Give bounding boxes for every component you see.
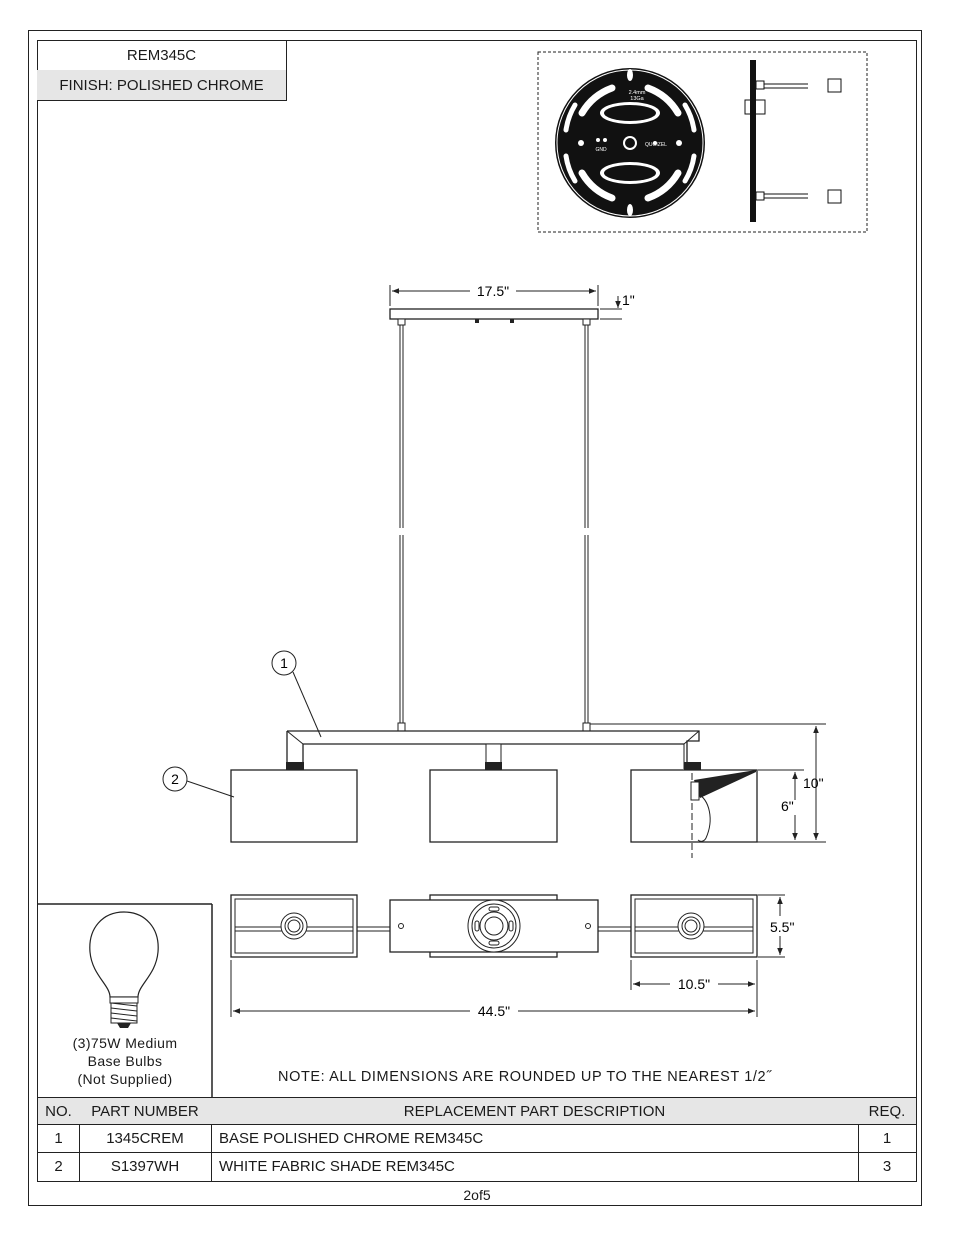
page-outer-border (28, 30, 922, 1206)
callout-2-number: 2 (171, 771, 179, 787)
table-row-1-req: 1 (858, 1124, 917, 1153)
finish-label: FINISH: POLISHED CHROME (59, 76, 264, 94)
finish-cell: FINISH: POLISHED CHROME (37, 70, 287, 101)
page-number: 2of5 (463, 1187, 491, 1203)
row-2-no-text: 2 (54, 1158, 63, 1175)
canopy (389, 308, 599, 323)
table-row-2-no: 2 (37, 1152, 80, 1182)
shade-width-label: 10.5" (678, 976, 710, 992)
table-row-2-description: WHITE FABRIC SHADE REM345C (211, 1152, 859, 1182)
depth-dimension (758, 894, 785, 958)
bulb-box (37, 903, 213, 1097)
dimension-note: NOTE: ALL DIMENSIONS ARE ROUNDED UP TO T… (278, 1069, 772, 1085)
bulb-caption: (3)75W Medium Base Bulbs (Not Supplied) (38, 1034, 212, 1088)
canopy-height-dimension (600, 296, 622, 320)
header-description: REPLACEMENT PART DESCRIPTION (211, 1097, 859, 1125)
plate-brand-text: QUOIZEL (645, 142, 667, 148)
bulb-caption-line2: Base Bulbs (87, 1053, 163, 1069)
suspension-rods (397, 318, 591, 732)
model-label: REM345C (126, 46, 197, 64)
row-1-no-text: 1 (54, 1129, 63, 1147)
overall-height-label: 10" (803, 775, 824, 791)
canopy-width-dimension (389, 285, 599, 306)
plate-gauge-text: 13Ga (630, 96, 644, 102)
row-2-description-text: WHITE FABRIC SHADE REM345C (219, 1158, 455, 1175)
header-no: NO. (37, 1097, 80, 1125)
canopy-plate-detail: 2.4mm 13Ga GND QUOIZEL (537, 51, 868, 233)
light-bulb-icon (89, 911, 159, 1028)
header-description-text: REPLACEMENT PART DESCRIPTION (403, 1102, 666, 1120)
table-row-1-part-number: 1345CREM (79, 1124, 212, 1153)
header-part-number: PART NUMBER (79, 1097, 212, 1125)
header-part-number-text: PART NUMBER (91, 1102, 199, 1120)
canopy-width-label: 17.5" (477, 283, 509, 299)
callout-1 (271, 650, 322, 738)
bulb-caption-line1: (3)75W Medium (72, 1035, 178, 1051)
bulb-caption-line3: (Not Supplied) (77, 1071, 173, 1087)
shade-height-label: 6" (781, 798, 794, 814)
row-2-req-text: 3 (882, 1158, 892, 1175)
header-no-text: NO. (45, 1102, 72, 1120)
plate-gnd-text: GND (595, 147, 607, 153)
row-1-req-text: 1 (882, 1129, 892, 1147)
overall-length-label: 44.5" (478, 1003, 510, 1019)
depth-label: 5.5" (770, 919, 794, 935)
overall-length-dimension (230, 960, 755, 1017)
callout-2 (162, 766, 235, 798)
table-row-2-part-number: S1397WH (79, 1152, 212, 1182)
base-arm (286, 730, 701, 770)
row-1-part-number-text: 1345CREM (106, 1129, 184, 1147)
front-shades (230, 763, 758, 858)
table-row-1-no: 1 (37, 1124, 80, 1153)
height-dimensions (590, 723, 826, 843)
canopy-height-label: 1" (622, 292, 635, 308)
plate-thickness-text: 2.4mm (629, 90, 646, 96)
shade-width-dimension (630, 960, 758, 1017)
table-row-2-req: 3 (858, 1152, 917, 1182)
top-view (230, 894, 758, 958)
header-req-text: REQ. (868, 1102, 906, 1120)
row-2-part-number-text: S1397WH (110, 1158, 180, 1175)
header-req: REQ. (858, 1097, 917, 1125)
row-1-description-text: BASE POLISHED CHROME REM345C (219, 1129, 484, 1147)
callout-1-number: 1 (280, 655, 288, 671)
table-row-1-description: BASE POLISHED CHROME REM345C (211, 1124, 859, 1153)
